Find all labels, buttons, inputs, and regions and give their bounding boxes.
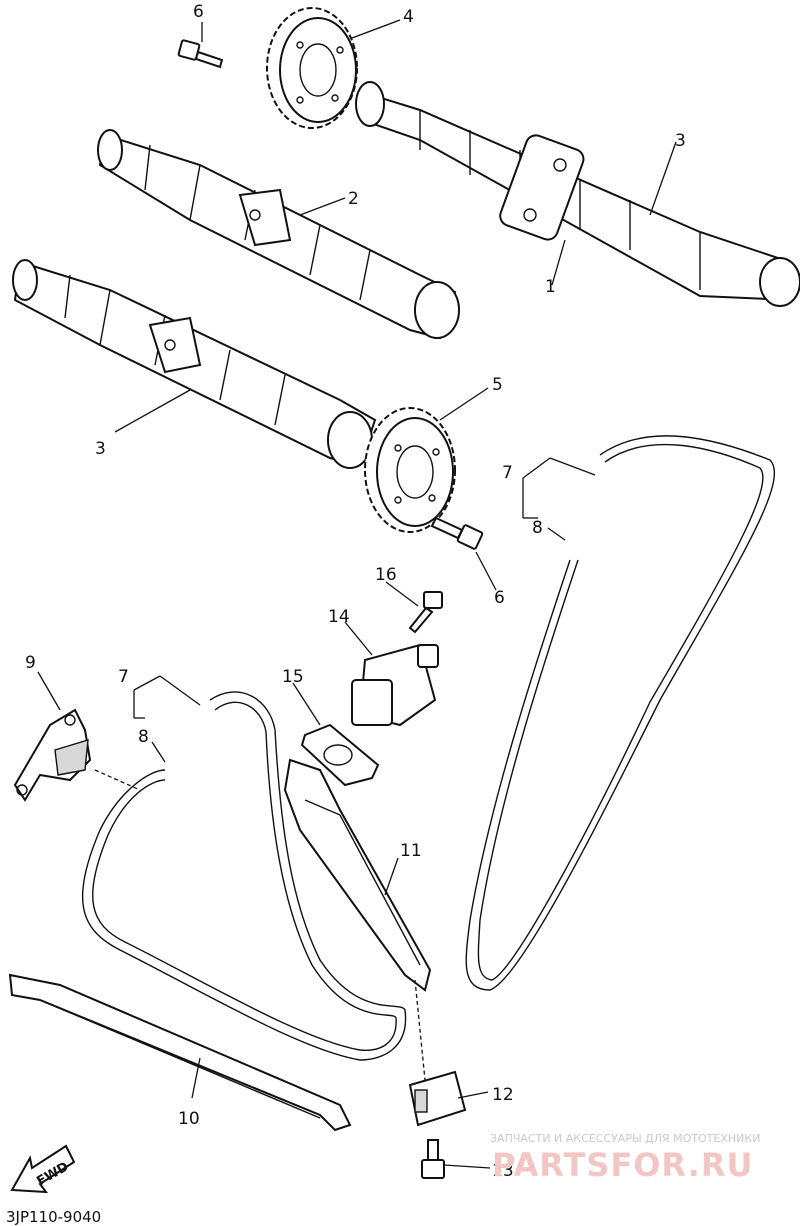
chain-guide-stopper [13, 708, 92, 802]
camshaft-middle [97, 129, 460, 340]
callout-3: 3 [95, 439, 106, 459]
camshaft-upper-right [355, 81, 800, 307]
callout-7: 7 [118, 667, 129, 687]
chain-guide-exhaust-side [8, 973, 352, 1132]
callout-6: 6 [494, 588, 505, 608]
callout-8: 8 [138, 727, 149, 747]
callout-13: 13 [492, 1161, 514, 1181]
chain-guide-tensioner-side [283, 758, 432, 992]
callout-2: 2 [348, 189, 359, 209]
chain-tensioner [351, 643, 439, 727]
callout-15: 15 [282, 667, 304, 687]
diagram-code: 3JP110-9040 [6, 1208, 101, 1226]
fwd-arrow-icon: FWD [10, 1144, 76, 1194]
callout-3: 3 [675, 131, 686, 151]
watermark-tagline: ЗАПЧАСТИ И АКСЕССУАРЫ ДЛЯ МОТОТЕХНИКИ [490, 1132, 760, 1145]
callout-8: 8 [532, 518, 543, 538]
leader-lines [37, 19, 677, 1169]
callout-6: 6 [193, 2, 204, 22]
callout-10: 10 [178, 1109, 200, 1129]
callout-12: 12 [492, 1085, 514, 1105]
watermark-brand: PARTSFOR.RU [492, 1146, 753, 1184]
tensioner-bolt [408, 591, 443, 634]
cam-sprocket-lower [364, 407, 456, 533]
callout-7: 7 [502, 463, 513, 483]
sprocket-bolt-upper [177, 39, 224, 69]
tensioner-gasket [300, 723, 380, 787]
camshaft-lower-left [12, 259, 377, 469]
callout-9: 9 [25, 653, 36, 673]
callout-11: 11 [400, 841, 422, 861]
bracket-bolt [421, 1139, 445, 1179]
watermark-logo: ЗАПЧАСТИ И АКСЕССУАРЫ ДЛЯ МОТОТЕХНИКИ PA… [490, 1132, 760, 1184]
callout-labels: 6 4 2 3 1 3 5 6 7 8 16 14 15 9 7 8 11 10… [25, 2, 686, 1181]
callout-16: 16 [375, 565, 397, 585]
chain-guide-bracket [408, 1070, 467, 1127]
timing-chain [465, 435, 775, 991]
callout-4: 4 [403, 7, 414, 27]
chain-left-loop [81, 691, 407, 1061]
callout-14: 14 [328, 607, 350, 627]
callout-5: 5 [492, 375, 503, 395]
sprocket-bolt-lower [430, 516, 484, 550]
cam-sprocket-upper [266, 7, 358, 129]
callout-1: 1 [545, 277, 556, 297]
